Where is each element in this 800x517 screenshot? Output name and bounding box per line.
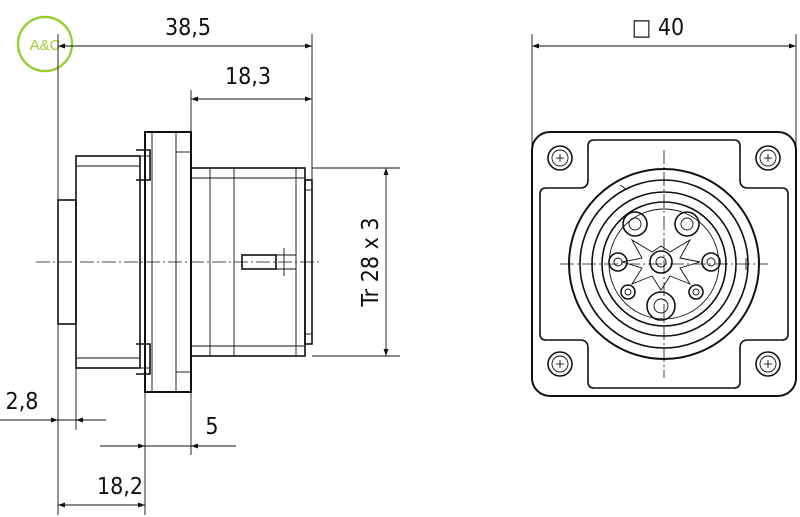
- logo-text: A&C: [30, 37, 61, 54]
- brand-logo: A&C: [16, 15, 74, 73]
- mounting-screw-bottom-left: [547, 351, 573, 377]
- side-dimensions: 38,5 18,3 Tr 28 x 3 2,8 5 18,2: [0, 15, 400, 515]
- front-view: [531, 131, 797, 397]
- mounting-screw-top-left: [547, 145, 573, 171]
- front-dimensions: □ 40: [531, 15, 797, 150]
- dim-thread-length: 18,3: [225, 64, 271, 90]
- side-view: [36, 131, 322, 393]
- mounting-screw-top-right: [755, 145, 781, 171]
- dim-thread-spec: Tr 28 x 3: [358, 217, 384, 307]
- dim-flange-offset: 5: [205, 414, 218, 440]
- mounting-screw-bottom-right: [755, 351, 781, 377]
- dim-overall-length: 38,5: [165, 15, 211, 41]
- dim-rear-length: 18,2: [97, 474, 143, 500]
- dim-flange-thickness: 2,8: [6, 389, 39, 415]
- dim-square-size: □ 40: [632, 15, 684, 41]
- contact-pins: [608, 211, 721, 321]
